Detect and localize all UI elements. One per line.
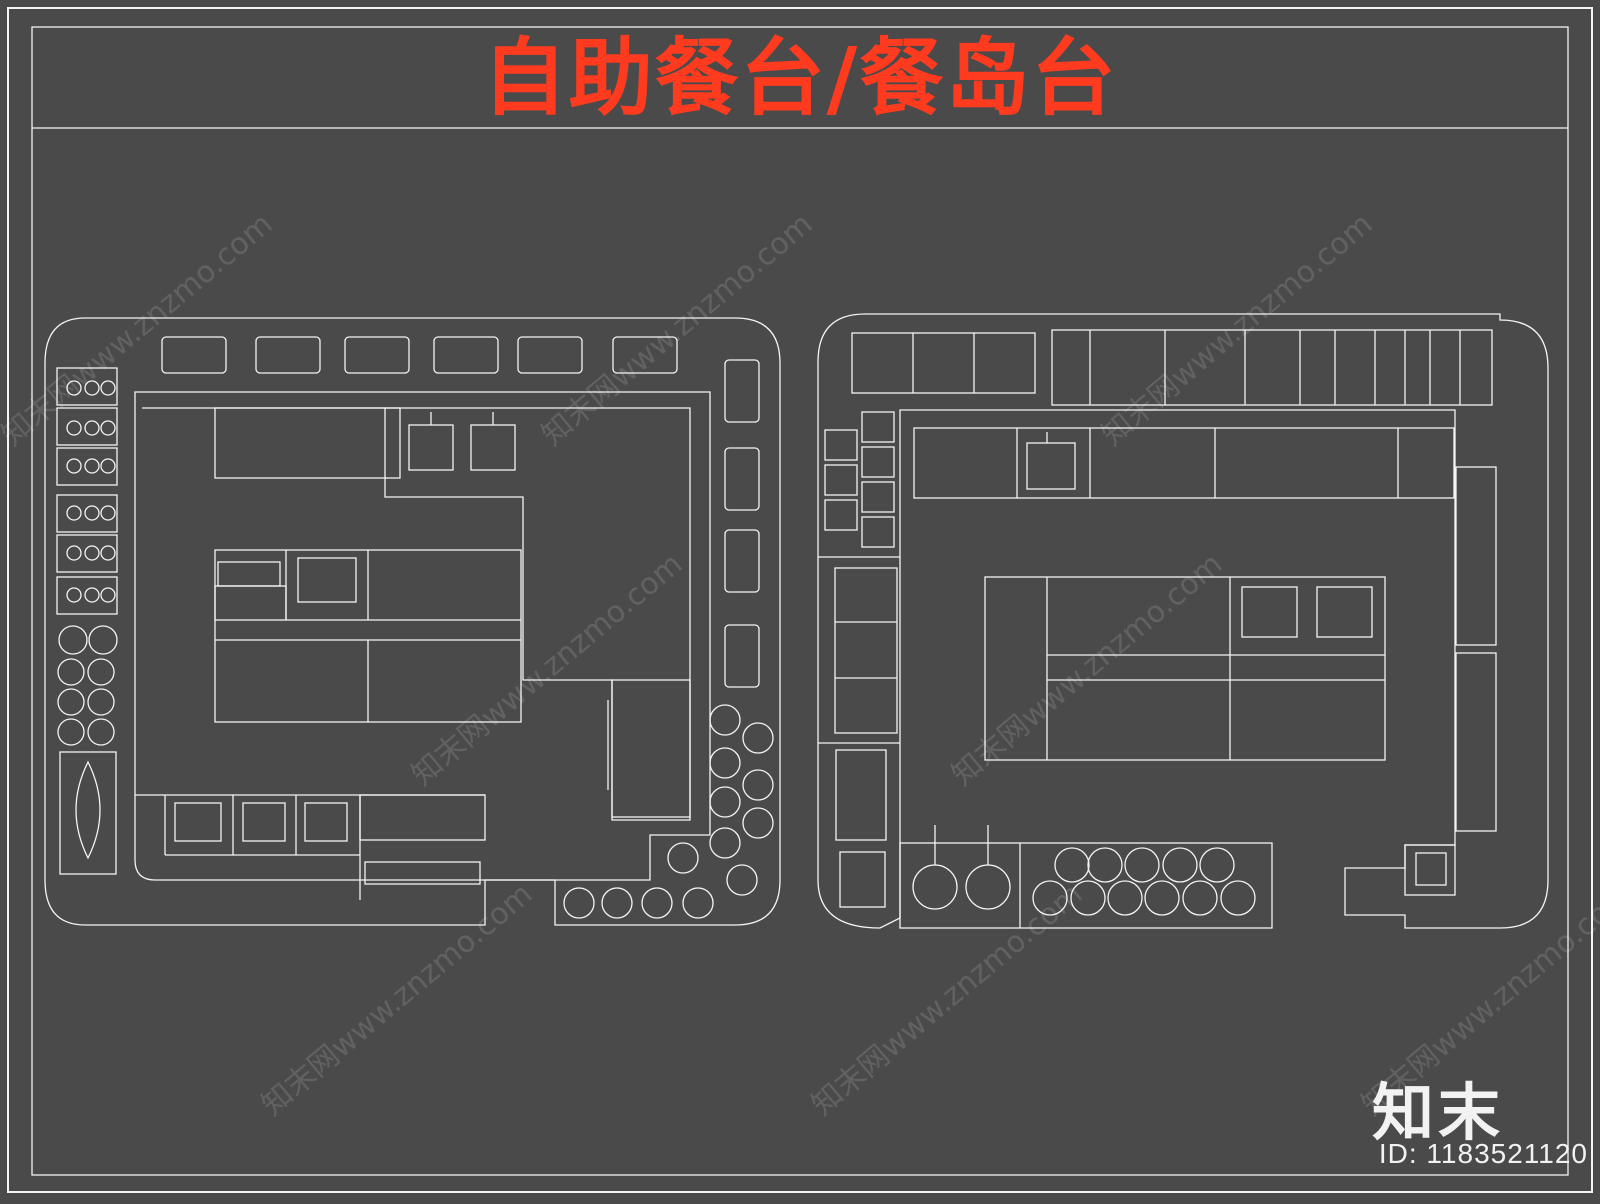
food-tray — [56, 447, 118, 486]
island-sink — [297, 557, 357, 603]
outer-frame — [7, 7, 1593, 1193]
food-tray — [861, 516, 895, 548]
bowl — [1182, 880, 1218, 916]
inner-frame — [31, 26, 1569, 1176]
display-tray — [1051, 329, 1493, 406]
bowl — [1087, 847, 1123, 883]
bowl — [1032, 880, 1068, 916]
bowl — [1070, 880, 1106, 916]
wok — [965, 864, 1011, 910]
food-tray — [56, 407, 118, 446]
chafing-dish — [344, 336, 410, 374]
food-tray — [56, 534, 118, 573]
food-tray — [56, 494, 118, 533]
chafing-dish — [724, 447, 760, 511]
plate — [87, 718, 115, 746]
chafing-dish — [724, 529, 760, 593]
bowl — [641, 887, 673, 919]
food-tray — [56, 576, 118, 615]
bowl — [667, 842, 699, 874]
side-board — [611, 679, 691, 818]
food-tray — [824, 499, 858, 531]
food-tray — [861, 481, 895, 513]
plate — [87, 658, 115, 686]
right-side-table-upper — [1455, 466, 1497, 646]
right-small-sink — [1404, 844, 1456, 896]
skewer-rack — [835, 749, 887, 841]
brand-logo-text: 知末 — [1371, 1076, 1504, 1149]
bowl — [726, 864, 758, 896]
island-sink — [1316, 586, 1373, 638]
right-buffet-plan — [817, 313, 1549, 929]
left-prep-table — [214, 407, 401, 479]
right-top-table — [913, 427, 1455, 499]
food-tray — [824, 464, 858, 496]
chafing-dish — [517, 336, 583, 374]
bowl — [601, 887, 633, 919]
bottom-sink — [174, 802, 222, 842]
bowl — [742, 722, 774, 754]
left-outer-counter — [44, 317, 781, 926]
chafing-dish — [612, 336, 678, 374]
bowl — [1054, 847, 1090, 883]
bowl — [563, 887, 595, 919]
bowl — [709, 786, 741, 818]
plate — [57, 688, 85, 716]
food-tray — [824, 429, 858, 461]
plate — [58, 625, 88, 655]
sink-1 — [408, 424, 454, 471]
chafing-dish — [161, 336, 227, 374]
drawing-title: 自助餐台/餐岛台 — [482, 29, 1118, 127]
wok — [912, 864, 958, 910]
boat-platter — [59, 751, 117, 875]
display-tray — [851, 332, 1036, 394]
bowl — [1220, 880, 1256, 916]
plate — [57, 718, 85, 746]
asset-id: ID: 1183521120 — [1378, 1138, 1588, 1169]
bottom-counter — [899, 842, 1273, 929]
food-tray — [861, 411, 895, 443]
grill-tray — [834, 567, 898, 734]
food-tray — [861, 446, 895, 478]
sink-2 — [470, 424, 516, 471]
bowl — [1124, 847, 1160, 883]
right-outer-counter — [817, 313, 1549, 929]
bowl — [1199, 847, 1235, 883]
chafing-dish — [255, 336, 321, 374]
food-tray — [56, 367, 118, 406]
plate — [88, 625, 118, 655]
right-island — [984, 576, 1386, 761]
top-sink — [1026, 442, 1076, 490]
bowl — [709, 827, 741, 859]
island-warmer — [217, 561, 281, 587]
left-inner-counter — [134, 391, 711, 881]
bowl — [709, 747, 741, 779]
chafing-dish — [724, 624, 760, 688]
bowl — [742, 769, 774, 801]
bottom-sink — [242, 802, 286, 842]
chafing-dish — [724, 359, 760, 423]
bowl — [1107, 880, 1143, 916]
bowl — [682, 887, 714, 919]
left-buffet-plan — [44, 317, 781, 926]
bowl — [742, 807, 774, 839]
chafing-dish — [433, 336, 499, 374]
stove — [839, 851, 886, 908]
bowl — [709, 704, 741, 736]
display-cabinet — [359, 794, 486, 841]
plate — [87, 688, 115, 716]
bottom-sink — [304, 802, 348, 842]
bowl — [1162, 847, 1198, 883]
bowl — [1144, 880, 1180, 916]
plate — [57, 658, 85, 686]
right-side-table-lower — [1455, 652, 1497, 832]
island-sink — [1241, 586, 1298, 638]
